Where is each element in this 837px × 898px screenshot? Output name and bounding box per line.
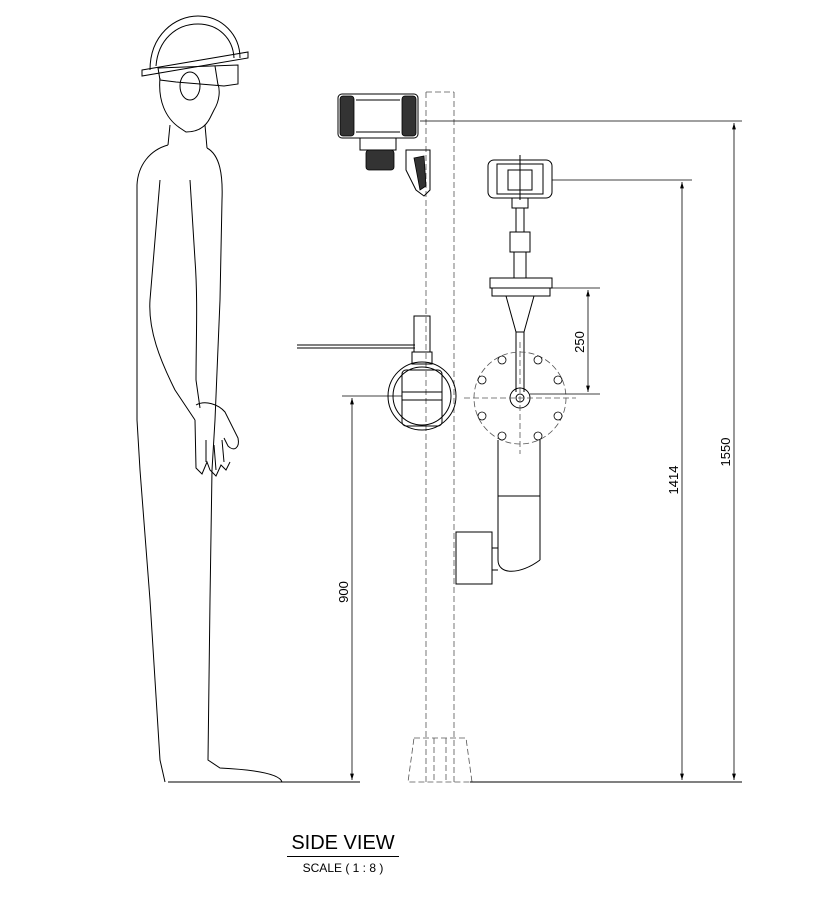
transmitter-housing-left	[337, 93, 431, 197]
view-title: SIDE VIEW	[287, 831, 399, 857]
dim-1550-label: 1550	[718, 438, 733, 467]
dimension-250: 250	[530, 287, 600, 395]
process-flange	[464, 342, 576, 454]
dim-1414-label: 1414	[666, 466, 681, 495]
dim-900-label: 900	[336, 581, 351, 603]
elbow-pipe	[455, 440, 541, 585]
view-title-block: SIDE VIEW SCALE ( 1 : 8 )	[283, 831, 403, 875]
human-figure	[136, 15, 283, 783]
scale-label: SCALE ( 1 : 8 )	[302, 861, 384, 875]
lower-left-device	[297, 315, 457, 431]
transmitter-housing-right	[487, 155, 553, 392]
dimension-900: 900	[336, 395, 402, 780]
dim-250-label: 250	[572, 331, 587, 353]
dimension-1550: 1550	[420, 120, 742, 780]
dimension-1414: 1414	[552, 179, 692, 780]
support-pole	[407, 91, 473, 783]
